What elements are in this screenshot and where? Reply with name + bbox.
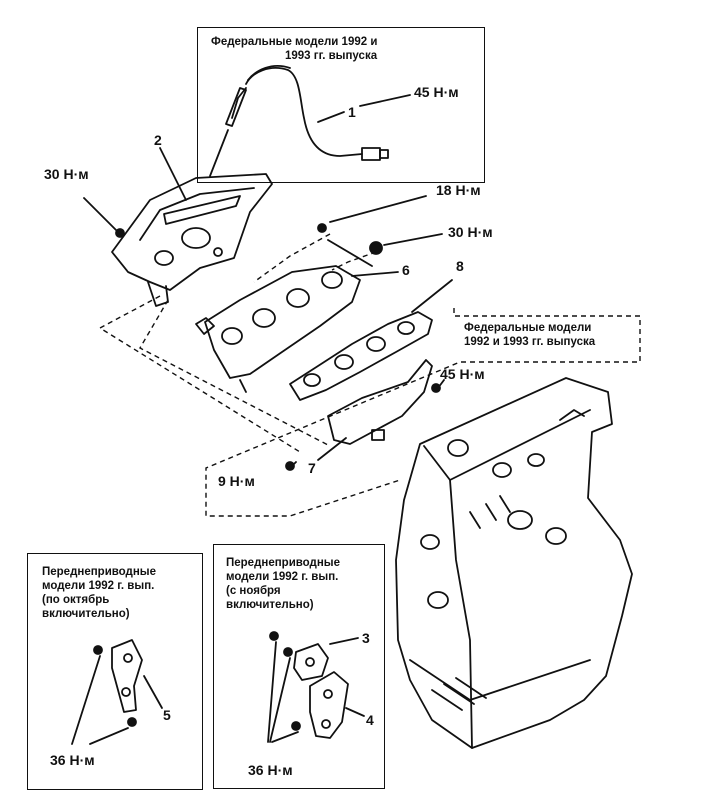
- bolt-right-3: [291, 721, 301, 731]
- leader-30-right: [383, 233, 443, 246]
- fwd-right-frame: [213, 544, 385, 789]
- federal-top-caption-line2: 1993 гг. выпуска: [285, 50, 378, 62]
- gasket-part-8: [289, 311, 433, 401]
- fwd-left-frame: [27, 553, 203, 790]
- leader-part-5: [143, 675, 163, 709]
- fwd-left-caption-line3: (по октябрь: [42, 594, 110, 606]
- dashed-line-5: [331, 251, 377, 271]
- nut-30-right: [369, 241, 383, 255]
- oxygen-sensor-part-1: [225, 65, 389, 161]
- torque-18: 18 Н·м: [436, 182, 481, 198]
- dashed-line-2: [139, 299, 331, 447]
- federal-top-caption-line1: Федеральные модели 1992 и: [211, 36, 378, 48]
- engine-block: [395, 377, 633, 749]
- torque-45-mid: 45 Н·м: [440, 366, 485, 382]
- leader-part-7: [317, 437, 347, 461]
- bracket-part-5: [111, 639, 143, 713]
- torque-30-right: 30 Н·м: [448, 224, 493, 240]
- bolt-right-1: [269, 631, 279, 641]
- callout-8: 8: [456, 258, 464, 274]
- dashed-line-1: [98, 295, 301, 453]
- federal-mid-caption-line2: 1992 и 1993 гг. выпуска: [464, 336, 596, 348]
- federal-mid-caption-line1: Федеральные модели: [464, 322, 592, 334]
- leader-part-3: [329, 637, 359, 645]
- leader-18: [329, 195, 427, 223]
- callout-2: 2: [154, 132, 162, 148]
- torque-45-top: 45 Н·м: [414, 84, 459, 100]
- fwd-right-caption-line4: включительно): [226, 599, 314, 611]
- bracket-part-3: [293, 643, 329, 681]
- leader-part-8: [411, 279, 453, 313]
- fwd-left-caption-line4: включительно): [42, 608, 130, 620]
- torque-36-left: 36 Н·м: [50, 752, 95, 768]
- leader-45-top: [359, 94, 411, 107]
- leader-18-bolt: [327, 239, 373, 267]
- fwd-left-caption-line2: модели 1992 г. вып.: [42, 580, 155, 592]
- callout-6: 6: [402, 262, 410, 278]
- fwd-left-caption-line1: Переднеприводные: [42, 566, 157, 578]
- callout-1: 1: [348, 104, 356, 120]
- bolt-30-left: [115, 228, 125, 238]
- federal-top-frame: [197, 27, 485, 183]
- leader-part-1: [317, 111, 345, 123]
- heat-shield-part-2: [111, 173, 273, 307]
- fwd-right-caption-line3: (с ноября: [226, 585, 281, 597]
- callout-3: 3: [362, 630, 370, 646]
- exhaust-manifold-part-6: [195, 265, 361, 393]
- bolt-left-upper: [93, 645, 103, 655]
- bolt-18: [317, 223, 327, 233]
- leader-part-4: [345, 707, 365, 717]
- torque-9: 9 Н·м: [218, 473, 255, 489]
- torque-30-left: 30 Н·м: [44, 166, 89, 182]
- leader-36-left: [71, 655, 129, 745]
- callout-5: 5: [163, 707, 171, 723]
- leader-30-left: [83, 197, 117, 231]
- callout-4: 4: [366, 712, 374, 728]
- leader-36-right: [267, 641, 299, 743]
- bolt-left-lower: [127, 717, 137, 727]
- callout-7: 7: [308, 460, 316, 476]
- bracket-part-4: [309, 671, 349, 739]
- torque-36-right: 36 Н·м: [248, 762, 293, 778]
- fwd-right-caption-line1: Переднеприводные: [226, 557, 341, 569]
- dashed-line-4: [253, 233, 331, 283]
- bolt-right-2: [283, 647, 293, 657]
- leader-part-6: [351, 271, 399, 277]
- leader-frame-to-sensor: [209, 129, 229, 177]
- bolt-9: [285, 461, 295, 471]
- heat-bracket-part-7: [327, 359, 433, 445]
- leader-part-2: [159, 147, 187, 201]
- fwd-right-caption-line2: модели 1992 г. вып.: [226, 571, 339, 583]
- bolt-45-mid: [431, 383, 441, 393]
